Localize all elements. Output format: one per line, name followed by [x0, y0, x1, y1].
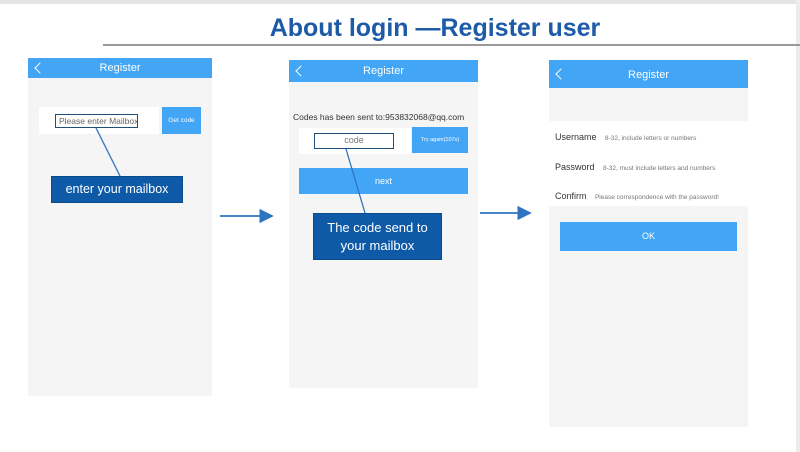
username-field[interactable]: Username 8-32, include letters or number…	[555, 127, 696, 145]
slide-top-border	[0, 0, 800, 4]
title-underline	[103, 44, 800, 46]
register-screen-credentials: Register Username 8-32, include letters …	[549, 60, 748, 427]
callout2-connector	[345, 148, 366, 214]
register-form: Username 8-32, include letters or number…	[549, 121, 748, 206]
password-field[interactable]: Password 8-32, must include letters and …	[555, 157, 715, 175]
callout-code-line2: your mailbox	[340, 238, 415, 253]
password-label: Password	[555, 162, 595, 172]
code-input[interactable]: code	[314, 133, 394, 149]
get-code-button[interactable]: Get code	[162, 107, 201, 134]
screen1-header: Register	[28, 58, 212, 78]
confirm-field[interactable]: Confirm Please correspondence with the p…	[555, 186, 719, 204]
register-screen-mailbox: Register Please enter Mailbox Get code	[28, 58, 212, 396]
code-sent-message: Codes has been sent to:953832068@qq.com	[293, 112, 465, 122]
confirm-hint: Please correspondence with the password!	[594, 194, 719, 201]
screen2-header: Register	[289, 60, 478, 82]
mailbox-input[interactable]: Please enter Mailbox	[55, 114, 138, 128]
password-hint: 8-32, must include letters and numbers	[602, 165, 716, 172]
slide-title: About login —Register user	[269, 14, 601, 42]
confirm-label: Confirm	[555, 191, 587, 201]
slide-right-border	[796, 0, 800, 452]
callout-code-sent: The code send to your mailbox	[313, 213, 442, 260]
next-button[interactable]: next	[299, 168, 468, 194]
try-again-button[interactable]: Try again(107s)	[412, 127, 468, 153]
screen2-title: Register	[363, 65, 404, 77]
screen3-title: Register	[628, 69, 669, 81]
username-label: Username	[555, 132, 597, 142]
callout-code-line1: The code send to	[327, 220, 428, 235]
callout-enter-mailbox: enter your mailbox	[51, 176, 183, 203]
username-hint: 8-32, include letters or numbers	[604, 135, 697, 142]
callout1-connector	[95, 127, 121, 177]
ok-button[interactable]: OK	[560, 222, 737, 251]
screen3-header: Register	[549, 60, 748, 88]
screen1-title: Register	[99, 62, 141, 74]
